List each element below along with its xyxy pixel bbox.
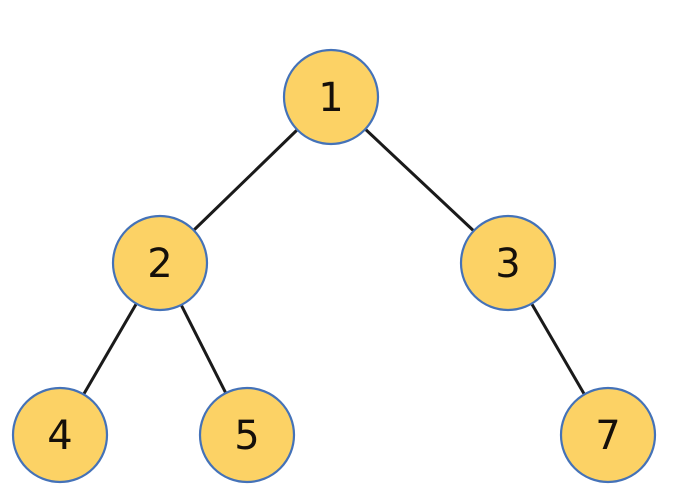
tree-node-circle-5[interactable]	[198, 386, 296, 484]
tree-node-1[interactable]: 1	[282, 48, 380, 146]
tree-edge-1-2	[192, 128, 299, 232]
tree-node-7[interactable]: 7	[559, 386, 657, 484]
tree-node-circle-4[interactable]	[11, 386, 109, 484]
tree-node-5[interactable]: 5	[198, 386, 296, 484]
tree-edge-2-5	[179, 304, 228, 394]
tree-node-2[interactable]: 2	[111, 214, 209, 312]
tree-node-3[interactable]: 3	[459, 214, 557, 312]
tree-edge-2-4	[82, 302, 138, 396]
tree-edge-3-7	[530, 302, 586, 396]
tree-node-circle-1[interactable]	[282, 48, 380, 146]
tree-node-circle-3[interactable]	[459, 214, 557, 312]
tree-node-circle-2[interactable]	[111, 214, 209, 312]
tree-edge-1-3	[364, 128, 475, 232]
tree-node-4[interactable]: 4	[11, 386, 109, 484]
tree-edges-layer	[82, 128, 586, 396]
tree-node-circle-7[interactable]	[559, 386, 657, 484]
